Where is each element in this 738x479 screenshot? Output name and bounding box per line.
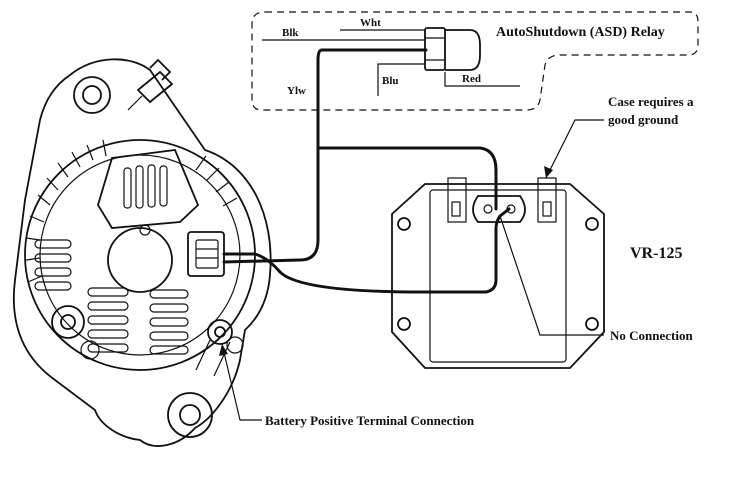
battery-terminal-label: Battery Positive Terminal Connection: [265, 413, 475, 428]
label-blu: Blu: [382, 75, 399, 87]
label-wht: Wht: [360, 17, 381, 29]
case-note-line2: good ground: [608, 112, 679, 127]
no-connection-label: No Connection: [610, 328, 693, 343]
voltage-regulator: [391, 177, 605, 369]
label-red: Red: [462, 73, 481, 85]
label-blk: Blk: [282, 27, 299, 39]
relay-title: AutoShutdown (ASD) Relay: [496, 25, 665, 40]
case-note-line1: Case requires a: [608, 94, 694, 109]
label-ylw: Ylw: [287, 85, 306, 97]
asd-relay: [424, 27, 481, 71]
regulator-name: VR-125: [630, 245, 682, 262]
